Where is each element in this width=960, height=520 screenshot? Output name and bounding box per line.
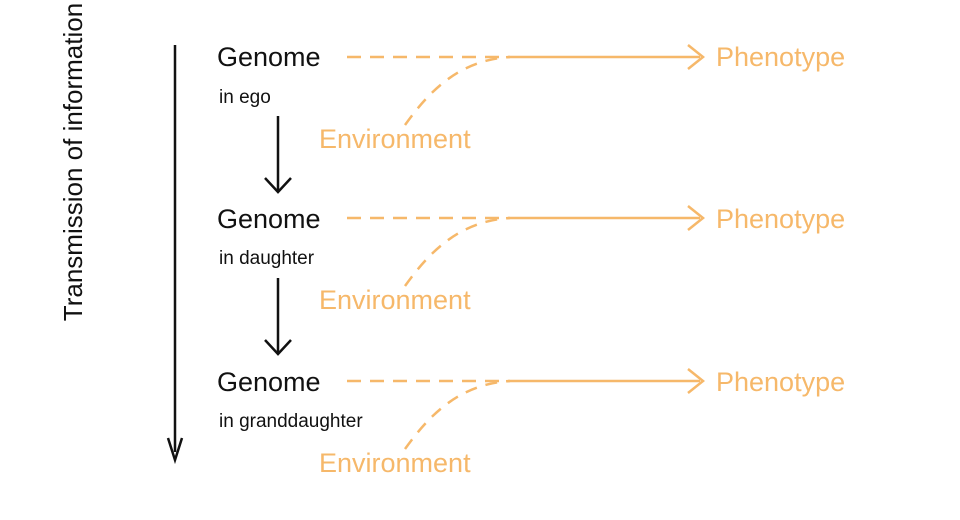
genome-subject-label: in granddaughter [219, 411, 363, 432]
phenotype-label: Phenotype [716, 367, 845, 397]
genome-label: Genome [217, 204, 321, 234]
genome-subject-label: in ego [219, 87, 271, 108]
phenotype-arrowhead [687, 368, 706, 394]
phenotype-arrowhead [687, 205, 706, 231]
genome-label: Genome [217, 367, 321, 397]
genome-label: Genome [217, 42, 321, 72]
generation-row-daughter: Genome in daughter Environment Phenotype [217, 204, 845, 315]
genome-subject-label: in daughter [219, 248, 315, 269]
phenotype-label: Phenotype [716, 204, 845, 234]
phenotype-label: Phenotype [716, 42, 845, 72]
generation-row-granddaughter: Genome in granddaughter Environment Phen… [217, 367, 845, 478]
environment-label: Environment [319, 285, 471, 315]
environment-dashed-link [403, 216, 511, 287]
environment-dashed-link [403, 379, 511, 450]
transmission-axis: Transmission of information [58, 3, 184, 465]
environment-label: Environment [319, 124, 471, 154]
transmission-axis-arrowhead [166, 437, 184, 465]
generation-row-ego: Genome in ego Environment Phenotype [217, 42, 845, 154]
generation-arrow-1 [264, 116, 292, 194]
environment-dashed-link [403, 55, 511, 126]
phenotype-arrowhead [687, 44, 706, 70]
transmission-axis-label: Transmission of information [58, 3, 88, 321]
generation-arrow-2 [264, 278, 292, 356]
environment-label: Environment [319, 448, 471, 478]
